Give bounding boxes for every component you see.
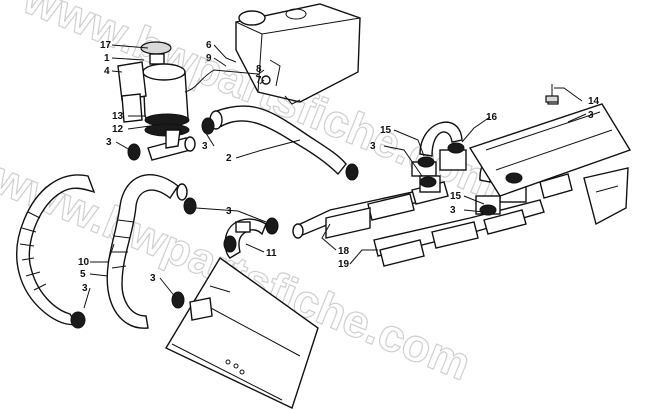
clamp-icon xyxy=(447,142,465,154)
callout-label: 5 xyxy=(80,269,86,280)
clamp-icon xyxy=(505,172,523,184)
clamp-icon xyxy=(417,156,435,168)
leader-lines xyxy=(83,44,587,309)
callout-label: 3 xyxy=(202,141,208,152)
callout-label: 14 xyxy=(588,96,600,107)
callout-label: 3 xyxy=(82,283,88,294)
clamp-icon xyxy=(183,197,197,215)
clamp-icon xyxy=(223,235,237,253)
callout-label: 3 xyxy=(588,110,594,121)
callout-label: 15 xyxy=(450,191,462,202)
clamp-icon xyxy=(127,143,141,161)
callout-label: 6 xyxy=(206,40,212,51)
clamp-icon xyxy=(479,204,497,216)
callout-label: 2 xyxy=(226,153,232,164)
callout-label: 3 xyxy=(106,137,112,148)
callout-label: 13 xyxy=(112,111,124,122)
clamp-icon xyxy=(265,217,279,235)
callout-label: 3 xyxy=(226,206,232,217)
corrugated-hose-middle xyxy=(106,174,188,329)
heat-exchanger-panel xyxy=(468,97,632,226)
mounting-plate xyxy=(165,256,319,409)
callout-label: 17 xyxy=(100,40,112,51)
callout-label: 9 xyxy=(206,53,212,64)
reservoir-tank xyxy=(235,3,361,105)
surge-tank xyxy=(117,41,259,161)
callout-label: 8 xyxy=(256,64,262,75)
hose-clamps xyxy=(70,117,523,329)
callout-label: 16 xyxy=(486,112,498,123)
callout-label: 10 xyxy=(78,257,90,268)
clamp-icon xyxy=(419,176,437,188)
clamp-icon xyxy=(70,311,86,329)
clamp-icon xyxy=(201,117,215,135)
clamp-icon xyxy=(171,291,185,309)
callout-label: 3 xyxy=(150,273,156,284)
callout-label: 1 xyxy=(104,53,110,64)
callout-label: 7 xyxy=(256,75,262,86)
callout-label: 15 xyxy=(380,125,392,136)
callout-label: 19 xyxy=(338,259,350,270)
clamp-icon xyxy=(345,163,359,181)
callout-label: 12 xyxy=(112,124,124,135)
bleeder-screw xyxy=(545,84,559,103)
callout-label: 3 xyxy=(370,141,376,152)
heat-exchanger-manifold xyxy=(292,173,573,267)
callout-label: 4 xyxy=(104,66,110,77)
callout-label: 18 xyxy=(338,246,350,257)
callout-label: 11 xyxy=(266,248,277,259)
callout-label: 3 xyxy=(450,205,456,216)
